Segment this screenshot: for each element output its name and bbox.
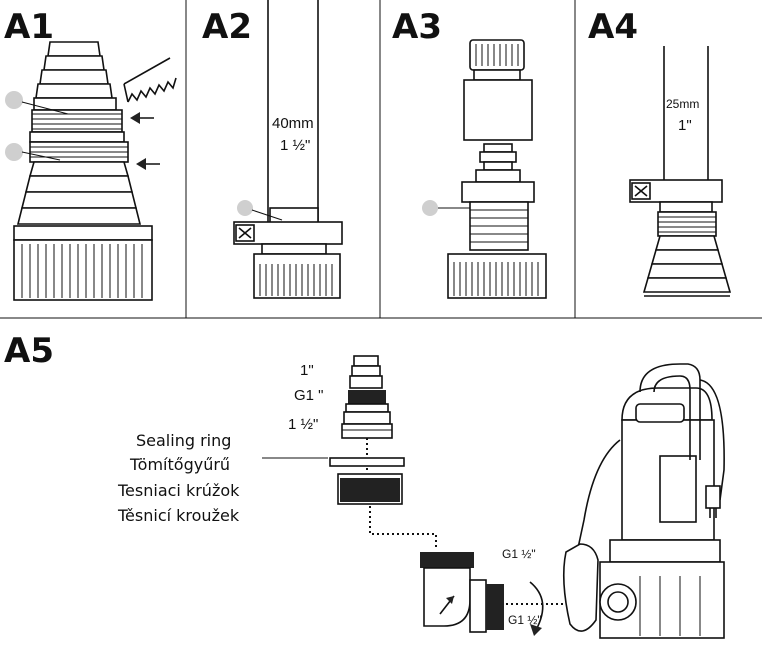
a5-elbow-fitting xyxy=(420,552,504,633)
panel-a1-label: A1 xyxy=(4,7,54,47)
a5-pump-thread-side: G1 ½" xyxy=(508,613,542,627)
power-plug-icon xyxy=(705,485,721,509)
a4-size-inch: 1" xyxy=(678,117,692,134)
panel-a2-label: A2 xyxy=(202,7,252,47)
saw-icon xyxy=(123,57,177,103)
a4-size-mm: 25mm xyxy=(666,97,699,111)
a2-knurled-nut xyxy=(253,253,341,299)
a2-callout xyxy=(237,200,253,216)
a5-pump-thread-top: G1 ½" xyxy=(502,547,536,561)
submersible-pump xyxy=(562,363,725,639)
sealing-ring-sk: Tesniaci krúžok xyxy=(117,481,240,500)
a5-thread-g1: G1 " xyxy=(294,387,324,404)
sealing-ring-cz: Těsnicí kroužek xyxy=(117,506,240,525)
sealing-ring-en: Sealing ring xyxy=(136,431,231,450)
panel-a3: A3 xyxy=(392,7,547,299)
a3-callout xyxy=(422,200,438,216)
a5-thread-1: 1" xyxy=(300,362,314,379)
panel-grid xyxy=(0,0,762,319)
a3-quick-connector-cap xyxy=(469,39,525,71)
panel-a5: A5 1" G1 " 1 ½" Sealing ring Tömítőgyűrű… xyxy=(4,331,725,639)
a3-knurled-nut xyxy=(447,253,547,299)
a5-sealing-ring xyxy=(329,457,405,467)
panel-a4-label: A4 xyxy=(588,7,638,47)
float-switch xyxy=(562,543,599,632)
a5-thread-1-5: 1 ½" xyxy=(288,416,318,433)
sealing-ring-hu: Tömítőgyűrű xyxy=(129,455,230,474)
a1-arrow-upper xyxy=(130,112,154,124)
pump-handle xyxy=(659,455,697,523)
a1-thread-upper xyxy=(31,109,123,133)
a3-connector-body xyxy=(463,79,533,141)
panel-a5-label: A5 xyxy=(4,331,54,371)
a1-callout-2 xyxy=(5,143,23,161)
a1-callout-1 xyxy=(5,91,23,109)
a2-size-mm: 40mm xyxy=(272,115,314,132)
a1-arrow-lower xyxy=(136,158,160,170)
panel-a2: A2 40mm 1 ½" xyxy=(202,0,343,299)
a5-adaptor-stack xyxy=(341,355,393,439)
rotation-arrow-icon xyxy=(529,581,544,636)
a2-size-inch: 1 ½" xyxy=(280,137,310,154)
panel-a4: A4 25mm 1" xyxy=(588,7,732,297)
panel-a3-label: A3 xyxy=(392,7,442,47)
panel-a1: A1 xyxy=(4,7,177,301)
a1-thread-lower xyxy=(29,141,129,163)
a3-hex-nut xyxy=(461,181,535,203)
a1-knurled-nut xyxy=(13,239,153,301)
